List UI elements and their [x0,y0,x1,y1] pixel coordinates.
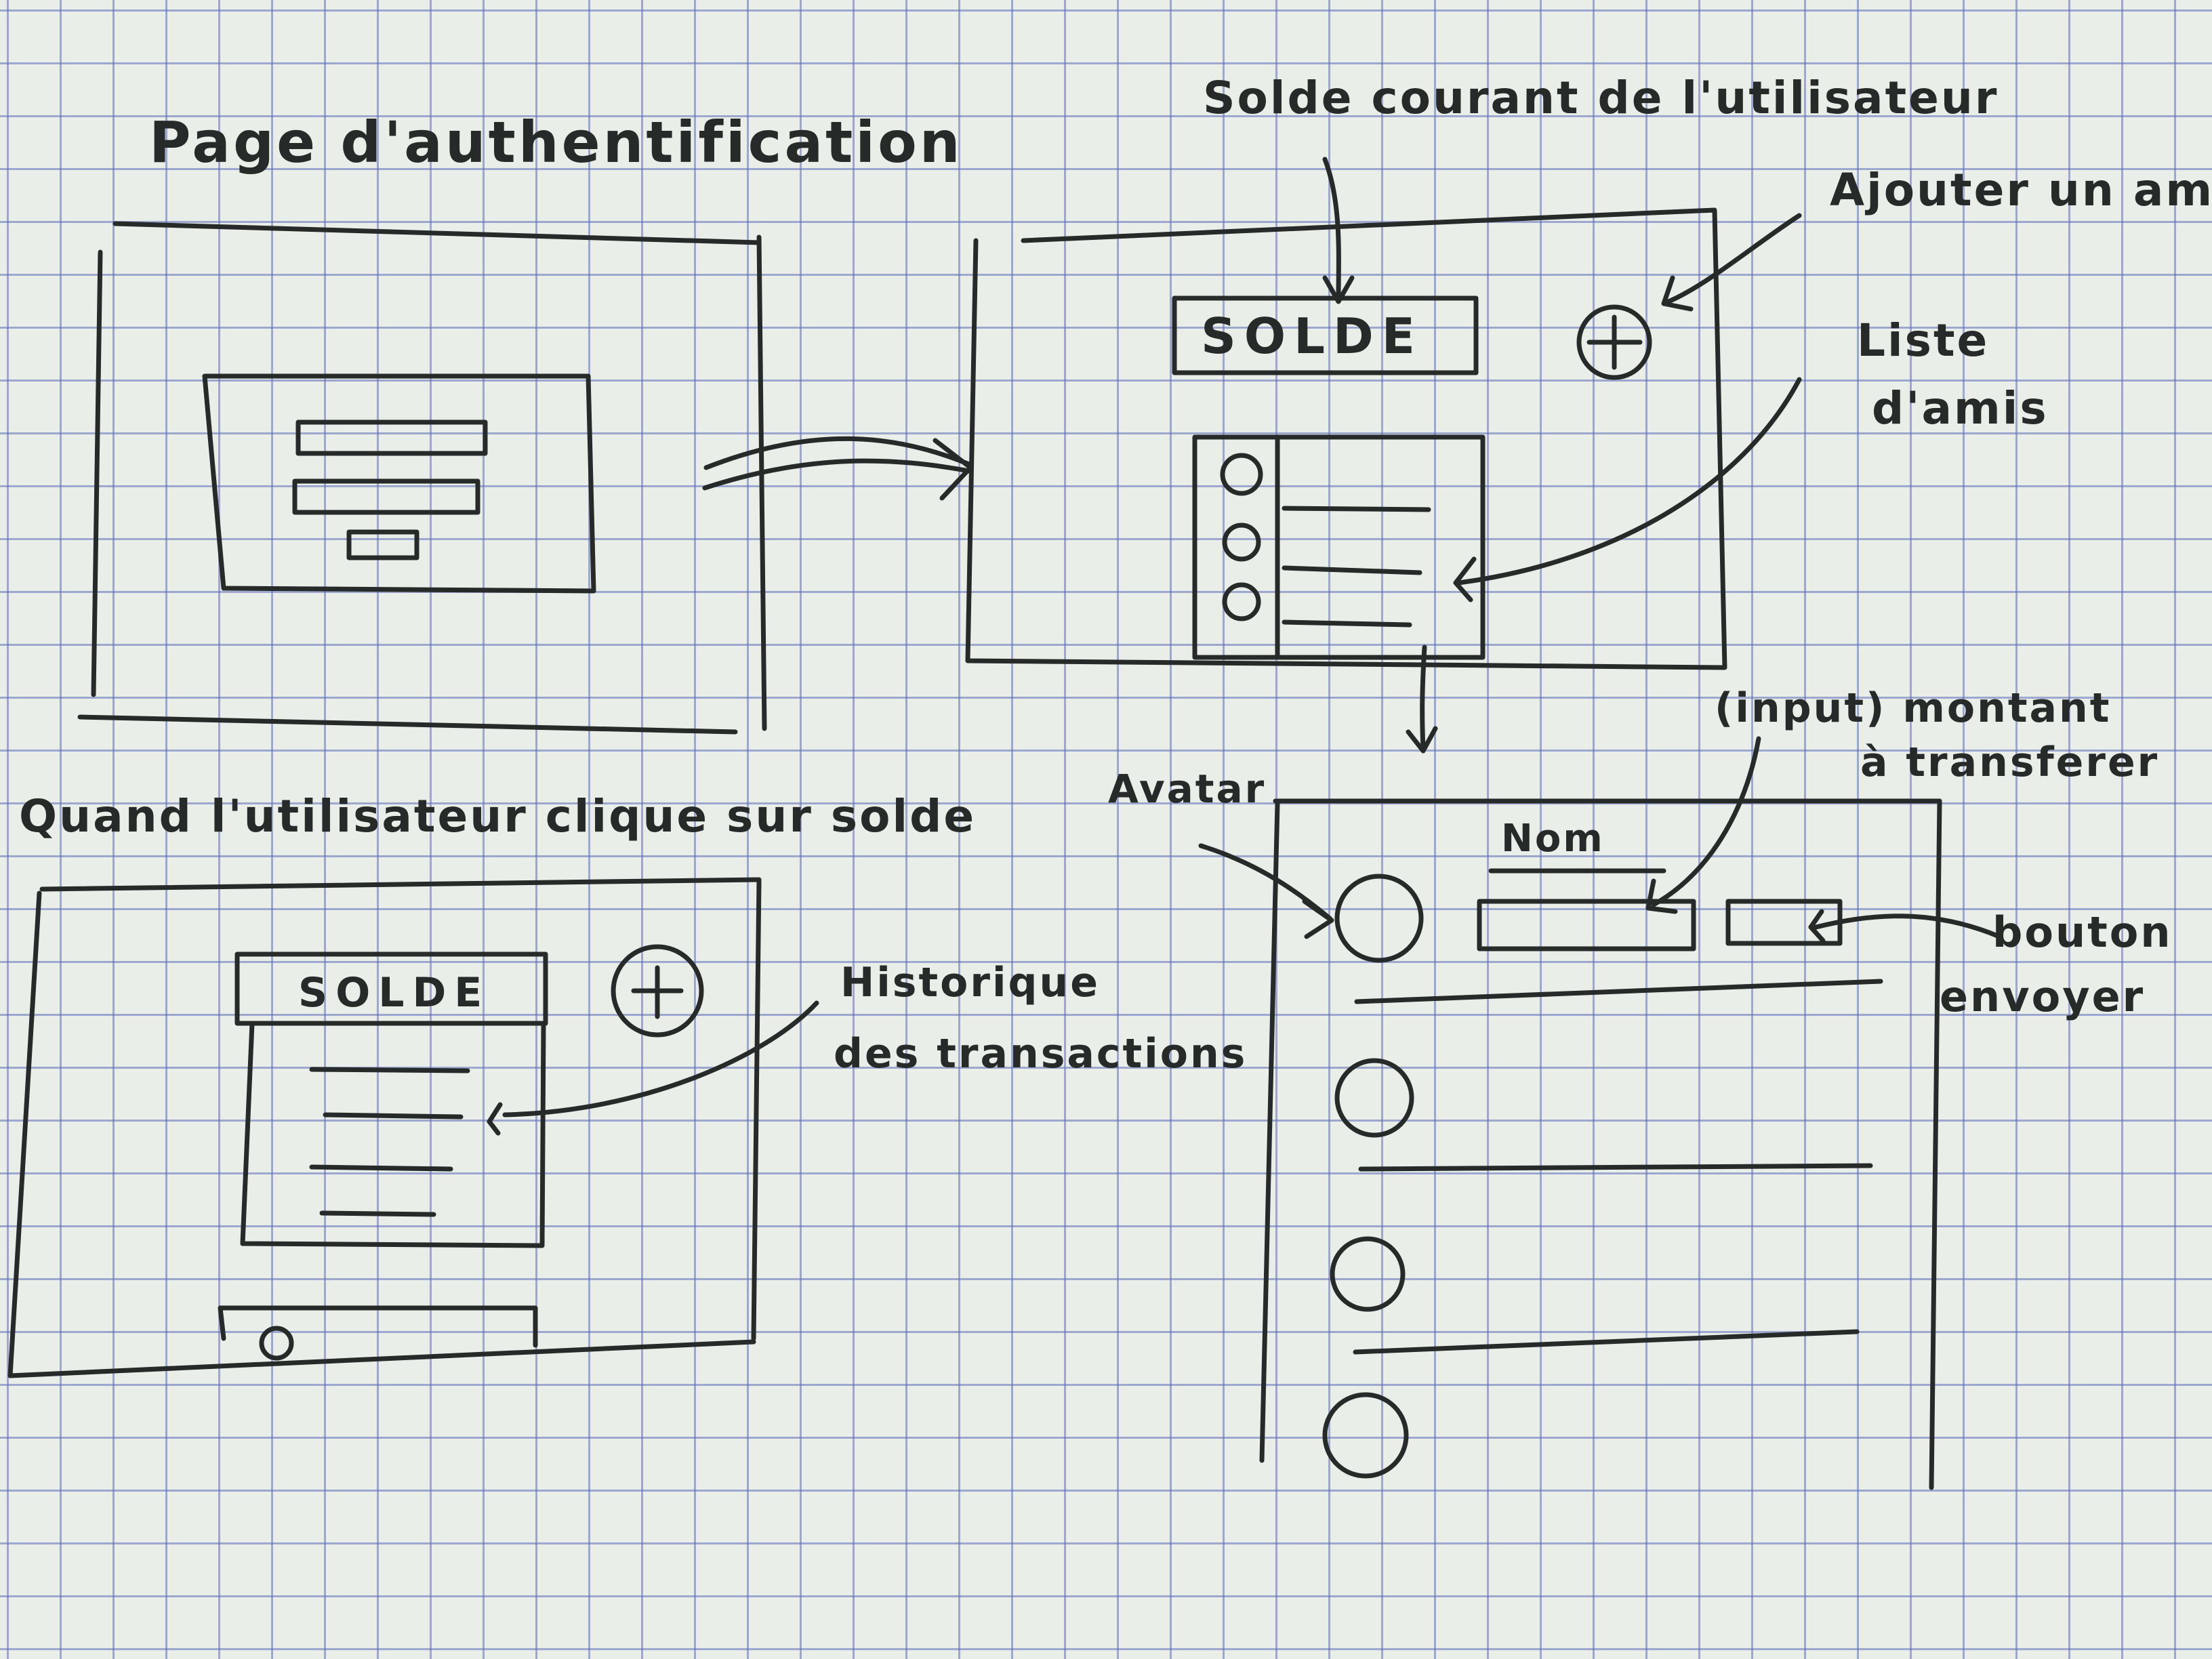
balance-box-history [234,951,548,1026]
transfer-frame-right [1929,798,1942,1490]
arrow-auth-to-home [702,436,973,501]
add-button-history [611,944,704,1038]
auth-frame-bottom [77,714,738,735]
friends-list-box [1192,434,1486,660]
username-field [295,419,488,456]
auth-page-wireframe [77,221,767,735]
arrow-home-to-transfer [1420,644,1427,752]
balance-box [1172,295,1479,375]
avatar-label: Avatar [1108,766,1267,812]
auth-frame-right [756,234,767,731]
login-button [346,529,419,560]
history-wireframe [7,877,819,1378]
login-box [202,373,596,594]
home-wireframe [965,157,1802,754]
bottom-bar [218,1305,538,1348]
add-friend-arrow [1666,213,1802,304]
history-frame-right [751,878,762,1341]
balance-box-label[interactable]: SOLDE [1201,308,1423,365]
auth-page-title: Page d'authentification [149,109,963,176]
amount-input-label-line1: (input) montant [1715,684,2112,732]
auth-frame-left [91,249,103,697]
history-box [240,1021,546,1248]
friends-list-arrow [1456,377,1802,586]
friends-list-label-line1: Liste [1857,314,1990,367]
current-balance-label: Solde courant de l'utilisateur [1203,72,1999,124]
add-friend-button [1576,304,1652,380]
add-friend-label: Ajouter un ami [1830,164,2212,216]
send-button-label-line2: envoyer [1940,972,2146,1021]
history-frame-left [7,890,42,1378]
history-frame-top [39,877,762,892]
when-click-balance-label: Quand l'utilisateur clique sur solde [19,790,977,842]
transfer-frame-left [1259,800,1280,1463]
auth-frame-top [112,221,762,245]
name-label: Nom [1501,817,1605,861]
history-arrow [502,1000,819,1118]
balance-box-history-label[interactable]: SOLDE [298,969,491,1017]
current-balance-arrow [1322,157,1341,301]
avatar-3 [1330,1236,1406,1312]
transfer-wireframe [1198,736,2002,1490]
friends-list-label-line2: d'amis [1872,382,2049,434]
avatar-1 [1334,874,1424,963]
input-arrow [1651,736,1761,907]
send-button [1725,899,1843,946]
history-label-line1: Historique [840,959,1100,1006]
send-button-label-line1: bouton [1992,907,2173,957]
history-label-line2: des transactions [834,1030,1248,1078]
amount-input-label-line2: à transferer [1860,739,2160,786]
avatar-2 [1334,1058,1414,1138]
bottom-bar-avatar [259,1326,294,1361]
home-frame [965,207,1727,670]
history-frame-bottom [7,1339,756,1378]
avatar-4 [1322,1392,1409,1479]
password-field [292,478,480,515]
amount-input [1477,899,1696,951]
button-arrow [1814,914,2002,939]
